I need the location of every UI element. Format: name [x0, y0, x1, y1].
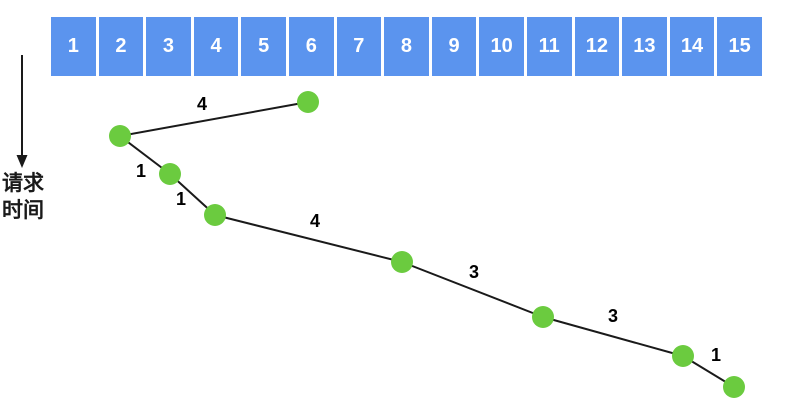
seek-distance-label: 4: [197, 94, 207, 114]
seek-distance-label: 4: [310, 211, 320, 231]
block-cell: 8: [384, 17, 429, 76]
time-axis-label-line1: 请求: [2, 172, 44, 195]
block-cell: 11: [526, 17, 572, 76]
block-cell: 4: [193, 17, 239, 76]
block-cell: 15: [717, 17, 762, 76]
block-cell: 1: [51, 17, 96, 76]
request-dot: [159, 163, 181, 185]
down-arrow-icon: [16, 55, 28, 168]
time-axis-label-line2: 时间: [2, 199, 44, 222]
block-cell: 7: [336, 17, 382, 76]
request-dot: [391, 251, 413, 273]
time-axis-label: 请求 时间: [2, 170, 44, 224]
request-dot: [723, 376, 745, 398]
seek-distance-label: 1: [711, 345, 721, 365]
seek-distance-label: 3: [469, 262, 479, 282]
block-cell: 3: [146, 17, 191, 76]
block-cell: 2: [98, 17, 144, 76]
seek-distance-label: 1: [136, 161, 146, 181]
seek-distance-label: 3: [608, 306, 618, 326]
seek-distance-label: 1: [176, 189, 186, 209]
request-dot: [204, 204, 226, 226]
seek-line: [119, 101, 309, 137]
seek-line: [542, 316, 684, 357]
block-cell: 6: [288, 17, 334, 76]
request-dot: [297, 91, 319, 113]
block-cell: 5: [241, 17, 286, 76]
block-cell: 13: [622, 17, 667, 76]
block-cell: 14: [669, 17, 715, 76]
block-cell: 9: [431, 17, 477, 76]
request-dot: [532, 306, 554, 328]
request-dot: [672, 345, 694, 367]
block-cell: 12: [574, 17, 620, 76]
seek-line: [401, 261, 544, 318]
seek-line: [214, 214, 403, 263]
request-dot: [109, 125, 131, 147]
block-cell: 10: [479, 17, 524, 76]
